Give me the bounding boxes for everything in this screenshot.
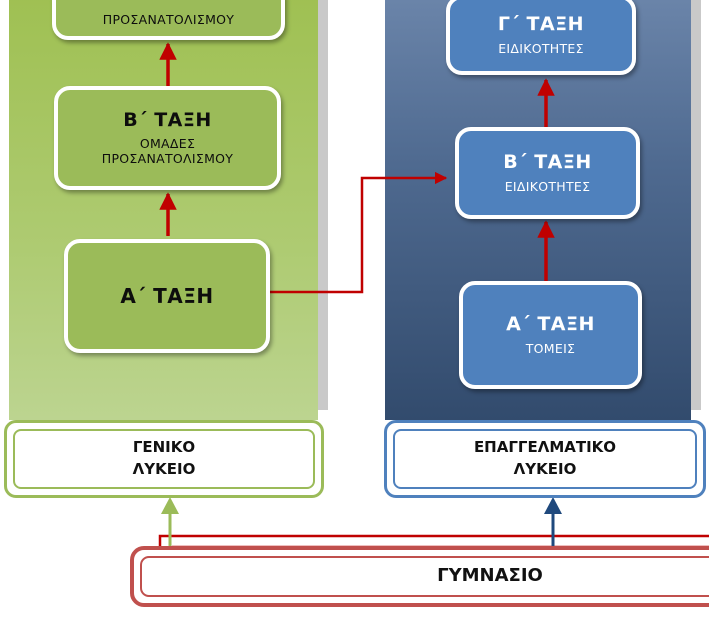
general-grade-b-subtitle-2: ΠΡΟΣΑΝΑΤΟΛΙΣΜΟΥ bbox=[101, 151, 234, 167]
vocational-grade-b-subtitle: ΕΙΔΙΚΟΤΗΤΕΣ bbox=[504, 179, 591, 195]
general-lyceum-label-1: ΓΕΝΙΚΟ bbox=[132, 438, 196, 457]
vocational-grade-c-title: Γ΄ ΤΑΞΗ bbox=[497, 13, 585, 36]
general-grade-a-title: Α΄ ΤΑΞΗ bbox=[120, 283, 214, 308]
vocational-lyceum-box: ΕΠΑΓΓΕΛΜΑΤΙΚΟ ΛΥΚΕΙΟ bbox=[384, 420, 706, 498]
gymnasium-box: ΓΥΜΝΑΣΙΟ bbox=[130, 546, 709, 607]
vocational-lyceum-label-1: ΕΠΑΓΓΕΛΜΑΤΙΚΟ bbox=[473, 438, 617, 457]
vocational-grade-c-box: Γ΄ ΤΑΞΗ ΕΙΔΙΚΟΤΗΤΕΣ bbox=[446, 0, 636, 75]
vocational-lyceum-label-2: ΛΥΚΕΙΟ bbox=[513, 460, 577, 478]
vocational-grade-a-subtitle: ΤΟΜΕΙΣ bbox=[525, 341, 576, 357]
general-top-class-subtitle: ΠΡΟΣΑΝΑΤΟΛΙΣΜΟΥ bbox=[102, 12, 235, 28]
general-lyceum-label-2: ΛΥΚΕΙΟ bbox=[132, 460, 196, 478]
general-grade-a-box: Α΄ ΤΑΞΗ bbox=[64, 239, 270, 353]
vocational-grade-c-subtitle: ΕΙΔΙΚΟΤΗΤΕΣ bbox=[498, 41, 584, 57]
vocational-grade-a-title: Α΄ ΤΑΞΗ bbox=[506, 313, 595, 336]
general-top-class-box: ΠΡΟΣΑΝΑΤΟΛΙΣΜΟΥ bbox=[52, 0, 285, 40]
general-grade-b-box: Β΄ ΤΑΞΗ ΟΜΑΔΕΣ ΠΡΟΣΑΝΑΤΟΛΙΣΜΟΥ bbox=[54, 86, 281, 190]
vocational-grade-b-box: Β΄ ΤΑΞΗ ΕΙΔΙΚΟΤΗΤΕΣ bbox=[455, 127, 640, 219]
gymnasium-line-outer bbox=[158, 534, 709, 547]
arrowhead-gymnasium-to-vocational bbox=[544, 497, 562, 514]
vocational-column-shadow bbox=[689, 0, 701, 410]
vocational-grade-a-box: Α΄ ΤΑΞΗ ΤΟΜΕΙΣ bbox=[459, 281, 642, 389]
general-grade-b-subtitle-1: ΟΜΑΔΕΣ bbox=[139, 135, 196, 151]
arrow-general-a-to-vocational-b bbox=[268, 171, 448, 294]
general-grade-b-title: Β΄ ΤΑΞΗ bbox=[123, 109, 212, 131]
general-column-shadow bbox=[316, 0, 328, 410]
vocational-grade-b-title: Β΄ ΤΑΞΗ bbox=[503, 151, 592, 174]
gymnasium-label: ΓΥΜΝΑΣΙΟ bbox=[437, 565, 543, 587]
arrowhead-gymnasium-to-general bbox=[161, 497, 179, 514]
general-lyceum-box: ΓΕΝΙΚΟ ΛΥΚΕΙΟ bbox=[4, 420, 324, 498]
